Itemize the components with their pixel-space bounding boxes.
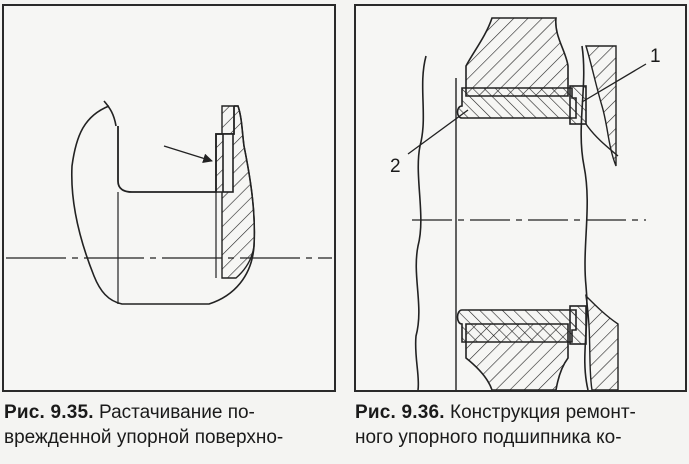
callout-label-1: 1 <box>650 46 661 67</box>
callout-2-leader <box>407 109 469 155</box>
figure-9-36-caption: Рис. 9.36. Конструкция ремонт- ного упор… <box>355 400 687 450</box>
figure-9-36-panel: 1 2 <box>354 4 687 392</box>
housing-lower-section <box>584 294 619 390</box>
callout-label-2: 2 <box>390 156 401 177</box>
caption-line-2: ного упорного подшипника ко- <box>355 427 622 448</box>
lower-thrust-washer <box>569 305 587 345</box>
upper-bearing-shell <box>456 87 577 119</box>
pointer-arrow <box>163 145 213 164</box>
caption-line-1: Рис. 9.36. Конструкция ремонт- <box>355 400 687 425</box>
housing-upper-edge <box>585 123 619 157</box>
left-break-line <box>103 100 117 127</box>
figure-number: Рис. 9.36. <box>355 402 445 423</box>
hatched-section <box>215 105 256 279</box>
figure-9-35-panel <box>2 4 336 392</box>
caption-line-1: Рис. 9.35. Растачивание по- <box>4 400 336 425</box>
thrust-bearing-drawing: 1 2 <box>390 17 661 390</box>
callout-1-leader <box>581 63 647 103</box>
thrust-surface <box>222 133 234 193</box>
caption-text-1: Растачивание по- <box>99 402 255 423</box>
figure-number: Рис. 9.35. <box>4 402 94 423</box>
caption-line-2: врежденной упорной поверхно- <box>4 427 284 448</box>
caption-text-1: Конструкция ремонт- <box>450 402 636 423</box>
housing-upper-section <box>585 45 617 167</box>
figure-9-35-caption: Рис. 9.35. Растачивание по- врежденной у… <box>4 400 336 450</box>
upper-thrust-washer <box>569 85 587 125</box>
upper-bearing-body <box>465 17 569 97</box>
crankshaft-boring-drawing <box>6 100 332 305</box>
lower-bearing-shell <box>456 309 577 343</box>
shaft-left-outline <box>414 55 427 390</box>
